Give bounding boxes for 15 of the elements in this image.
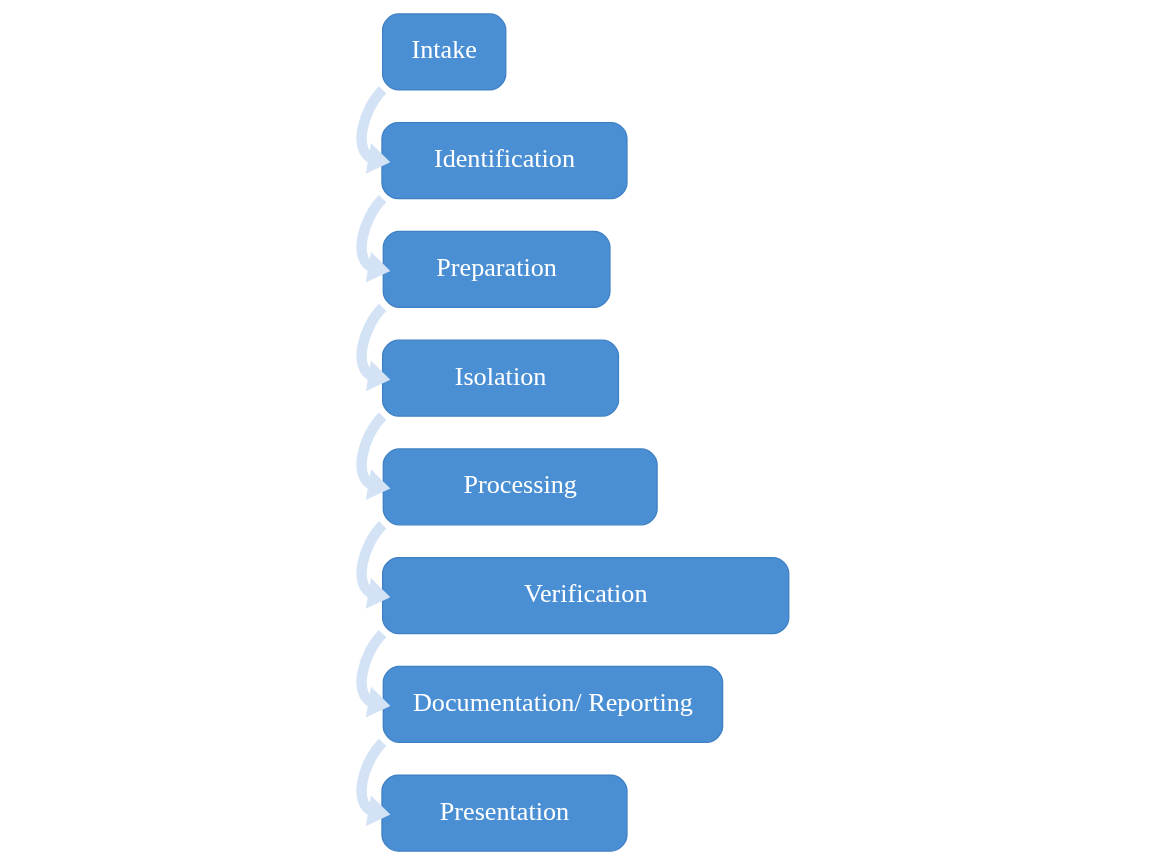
node-box: Processing xyxy=(382,448,658,526)
node-box: Documentation/ Reporting xyxy=(382,665,724,743)
node-box: Preparation xyxy=(382,230,611,309)
node-box: Identification xyxy=(381,122,628,200)
node-box: Presentation xyxy=(381,774,628,852)
node-box: Intake xyxy=(381,13,507,91)
arrow xyxy=(356,412,391,500)
arrow xyxy=(356,86,391,174)
arrow xyxy=(356,630,391,718)
arrow xyxy=(356,195,391,283)
arrow xyxy=(356,303,391,392)
node-box: Verification xyxy=(381,556,790,635)
node-box: Isolation xyxy=(381,339,620,417)
arrow xyxy=(356,738,391,827)
arrow xyxy=(356,521,391,609)
